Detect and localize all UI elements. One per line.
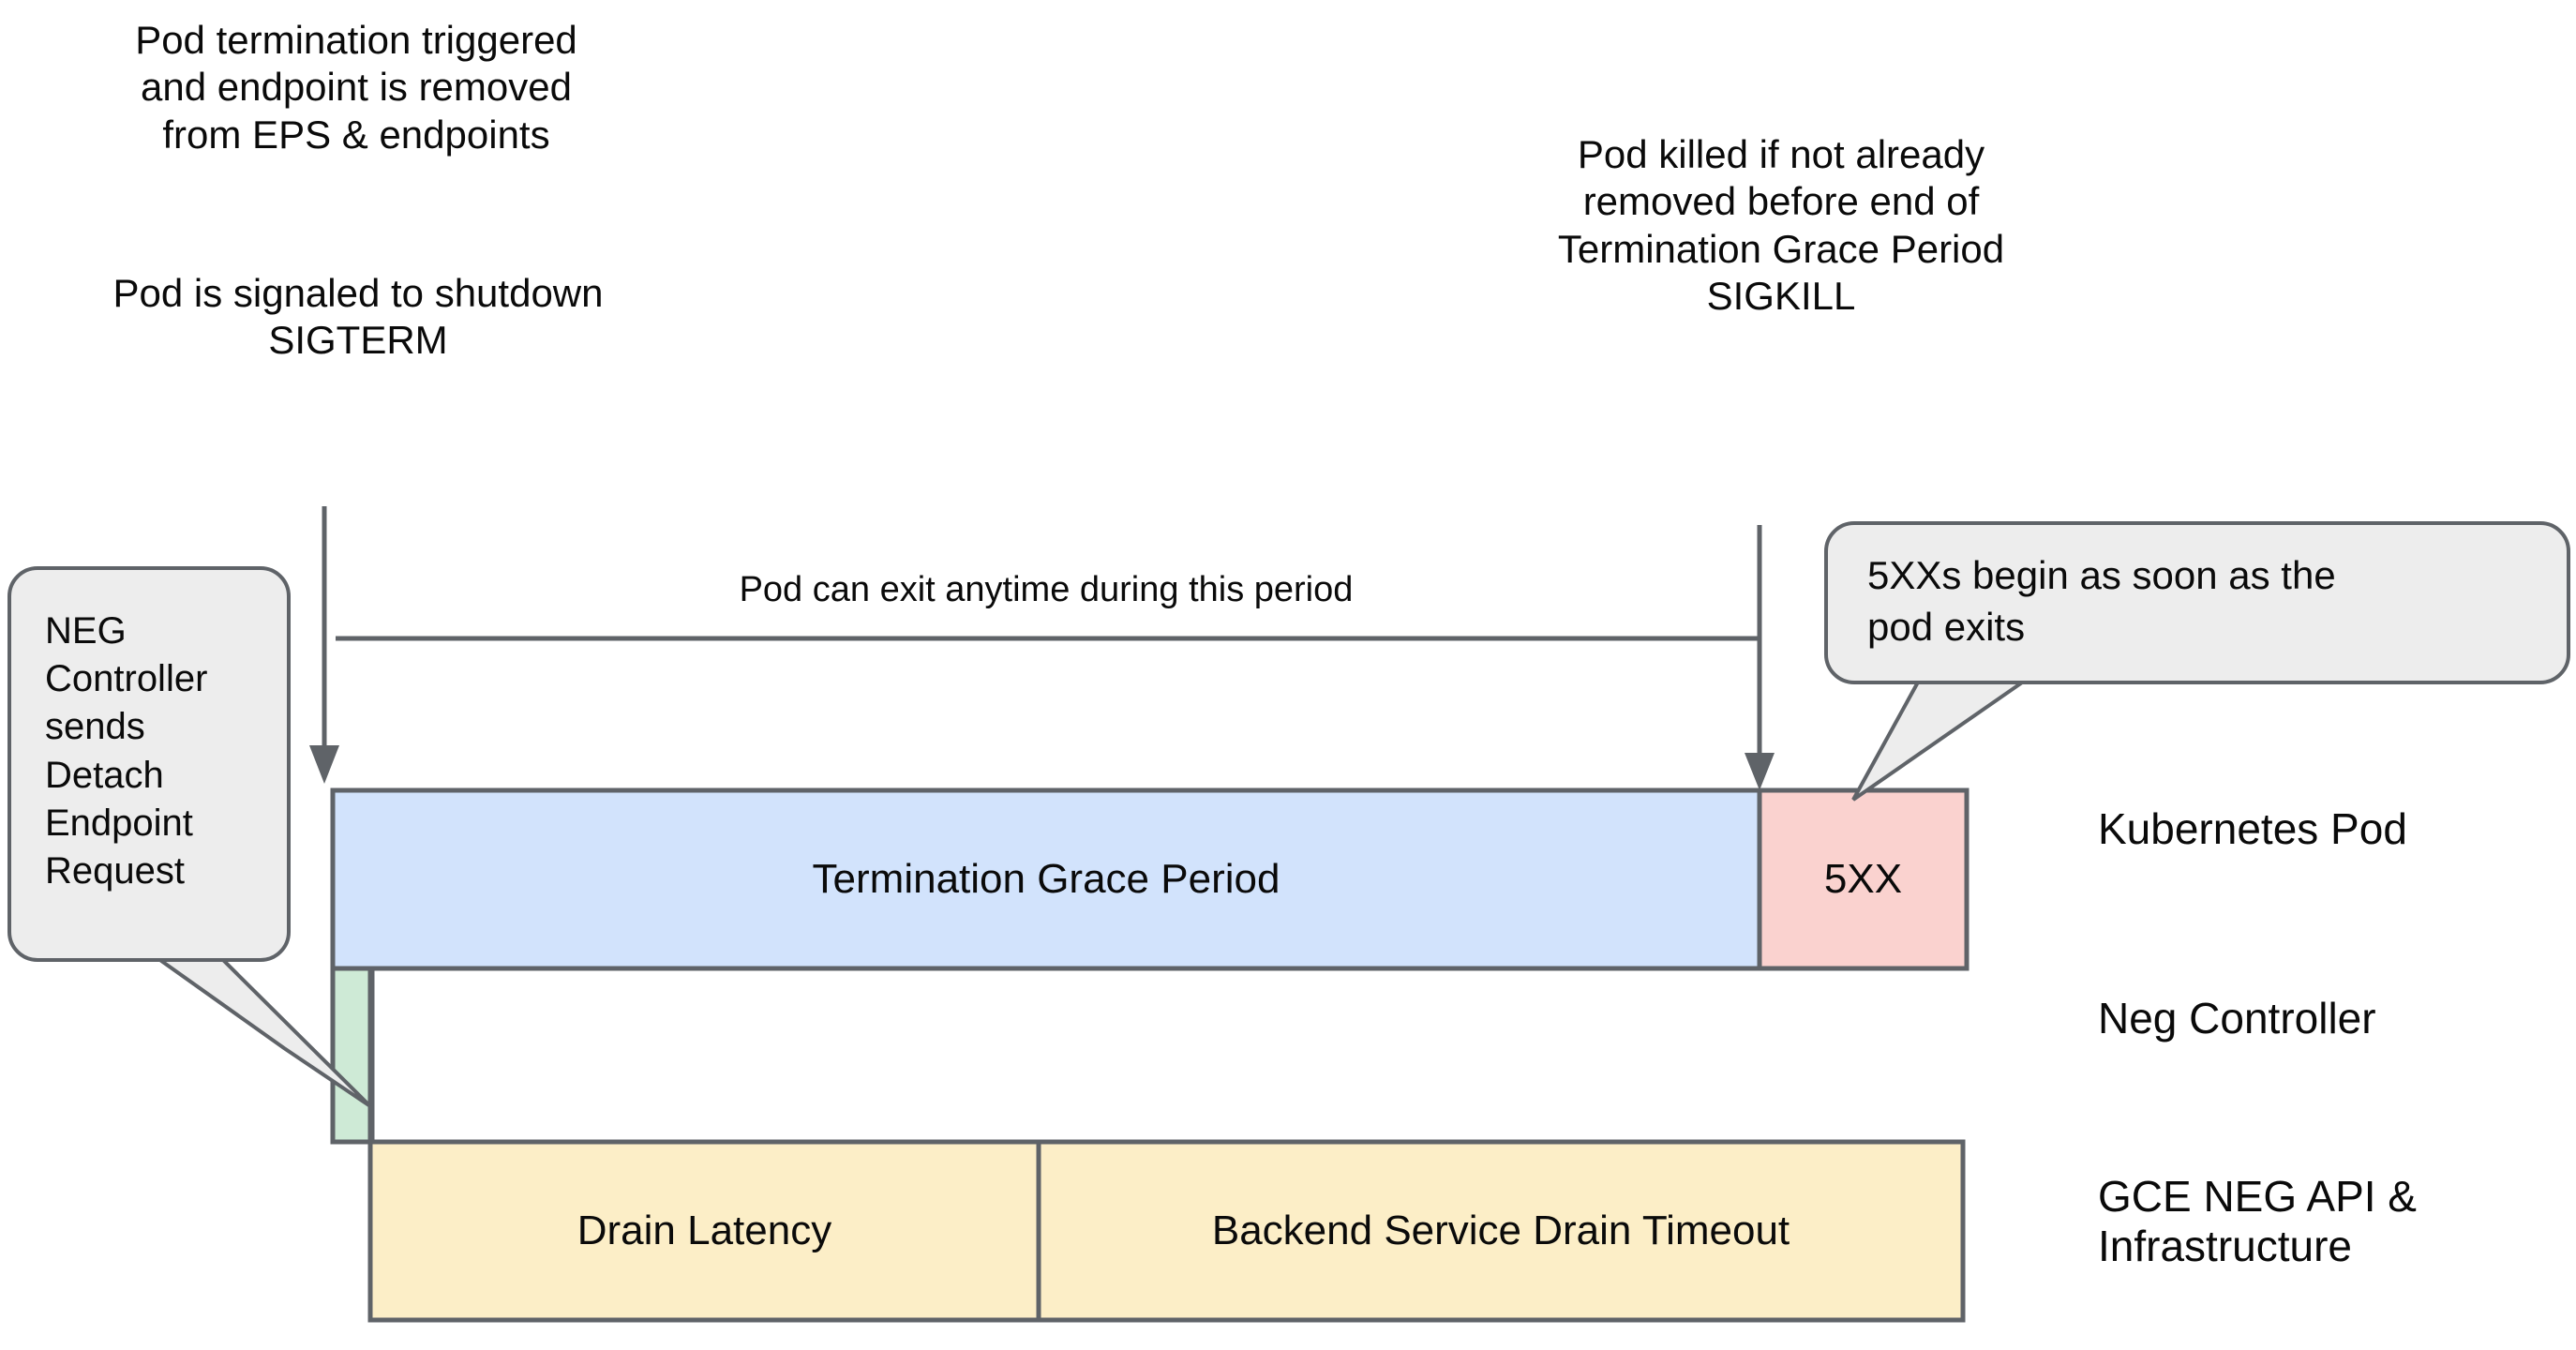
- arrow-pod-termination-start: [309, 506, 339, 784]
- bar-termination-grace-period[interactable]: [330, 788, 1762, 971]
- bar-label-drain-latency: Drain Latency: [577, 1208, 832, 1253]
- callout-text-neg-controller: NEG Controller sends Detach Endpoint Req…: [45, 610, 208, 892]
- note-pod-termination-triggered: Pod termination triggered and endpoint i…: [135, 18, 577, 157]
- note-pod-killed-sigkill: Pod killed if not already removed before…: [1557, 132, 2005, 319]
- span-caption-pod-can-exit: Pod can exit anytime during this period: [739, 570, 1354, 609]
- bar-neg-detach-endpoint[interactable]: [330, 966, 373, 1145]
- lane-label-gce-neg-api-infrastructure: GCE NEG API & Infrastructure: [2098, 1172, 2417, 1271]
- bar-backend-service-drain-timeout[interactable]: [1036, 1139, 1966, 1323]
- bar-label-termination-grace-period: Termination Grace Period: [812, 856, 1281, 902]
- lane-label-neg-controller: Neg Controller: [2098, 994, 2376, 1042]
- bar-5xx[interactable]: [1757, 788, 1969, 971]
- callout-text-5xx-begin: 5XXs begin as soon as the pod exits: [1867, 553, 2336, 650]
- bar-drain-latency[interactable]: [367, 1139, 1041, 1323]
- bar-label-backend-service-drain-timeout: Backend Service Drain Timeout: [1211, 1208, 1790, 1253]
- bar-label-5xx: 5XX: [1823, 856, 1903, 902]
- lane-label-kubernetes-pod: Kubernetes Pod: [2098, 804, 2407, 853]
- note-pod-signaled-shutdown: Pod is signaled to shutdown SIGTERM: [112, 271, 604, 363]
- arrow-sigkill-end: [1745, 525, 1775, 790]
